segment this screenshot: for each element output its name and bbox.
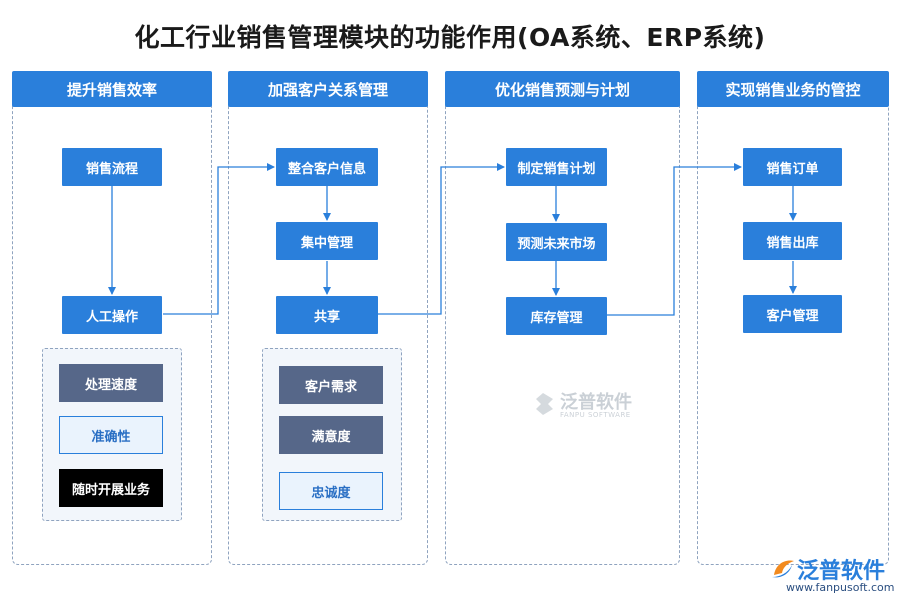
node-sales-plan: 制定销售计划 xyxy=(506,148,607,186)
node-sales-process: 销售流程 xyxy=(62,148,162,186)
tag-accuracy: 准确性 xyxy=(59,416,163,454)
node-share: 共享 xyxy=(276,296,378,334)
column-2-header: 加强客户关系管理 xyxy=(228,71,428,107)
watermark-sub: FANPU SOFTWARE xyxy=(560,411,631,419)
node-customer-management: 客户管理 xyxy=(743,295,842,333)
tag-customer-needs: 客户需求 xyxy=(279,366,383,404)
tag-satisfaction: 满意度 xyxy=(279,416,383,454)
page-title: 化工行业销售管理模块的功能作用(OA系统、ERP系统) xyxy=(134,23,766,52)
brand-name: 泛普软件 xyxy=(797,559,886,584)
node-inventory-management: 库存管理 xyxy=(506,297,607,335)
arrow-inventory-to-order xyxy=(607,163,742,316)
watermark-logo-icon xyxy=(536,392,553,415)
node-centralized-management: 集中管理 xyxy=(276,222,378,260)
node-sales-order: 销售订单 xyxy=(743,148,842,186)
watermark-name: 泛普软件 xyxy=(560,392,632,413)
column-4-header: 实现销售业务的管控 xyxy=(697,71,889,107)
watermark: 泛普软件 FANPU SOFTWARE xyxy=(530,388,632,419)
tag-loyalty: 忠诚度 xyxy=(279,472,383,510)
node-integrate-customer-info: 整合客户信息 xyxy=(276,148,378,186)
column-3-header: 优化销售预测与计划 xyxy=(445,71,680,107)
node-sales-outbound: 销售出库 xyxy=(743,222,842,260)
column-1-header: 提升销售效率 xyxy=(12,71,212,107)
fanpu-logo-icon xyxy=(772,560,794,578)
arrow-manual-to-integrate xyxy=(163,163,275,315)
tag-processing-speed: 处理速度 xyxy=(59,364,163,402)
node-manual-operation: 人工操作 xyxy=(62,296,162,334)
tag-anytime-business: 随时开展业务 xyxy=(59,469,163,507)
node-forecast-market: 预测未来市场 xyxy=(506,223,607,261)
arrow-share-to-plan xyxy=(377,163,505,315)
brand-url: www.fanpusoft.com xyxy=(786,581,895,594)
